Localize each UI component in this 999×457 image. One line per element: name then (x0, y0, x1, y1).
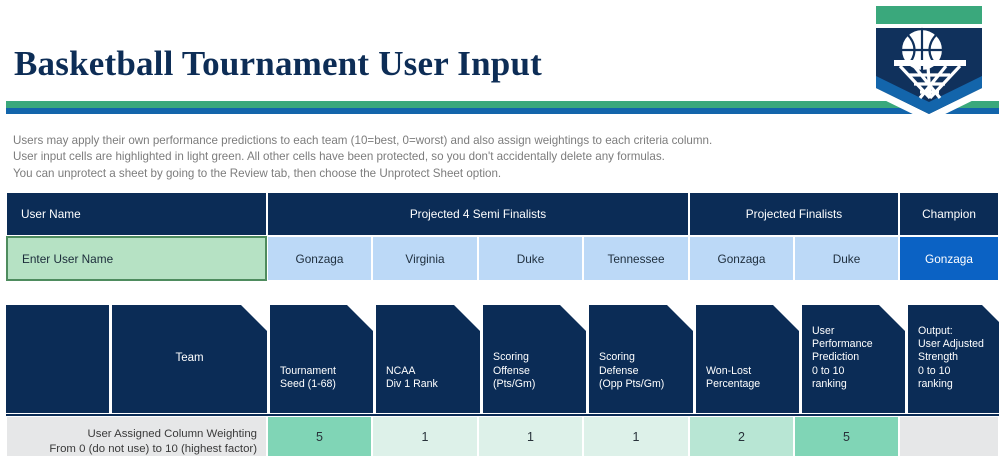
weighting-label-line-1: User Assigned Column Weighting (87, 428, 257, 440)
criteria-header-scoring-defense-label: Scoring Defense (Opp Pts/Gm) (599, 351, 665, 390)
divider-green (6, 101, 999, 108)
criteria-header-team-label: Team (175, 352, 204, 365)
criteria-header-ncaa-rank: NCAA Div 1 Rank (376, 305, 480, 413)
weighting-cell-tournament-seed[interactable]: 5 (267, 416, 372, 457)
page-title: Basketball Tournament User Input (14, 44, 542, 83)
finalist-cell-2[interactable]: Duke (794, 236, 899, 281)
user-name-input[interactable]: Enter User Name (6, 236, 267, 281)
header-champion: Champion (899, 192, 999, 236)
predictions-value-row: Enter User Name Gonzaga Virginia Duke Te… (6, 236, 999, 281)
semi-finalist-cell-4[interactable]: Tennessee (583, 236, 689, 281)
semi-finalist-cell-2[interactable]: Virginia (372, 236, 478, 281)
header-projected-finalists: Projected Finalists (689, 192, 899, 236)
weighting-cell-scoring-defense[interactable]: 1 (583, 416, 689, 457)
criteria-header-output-strength-label: Output: User Adjusted Strength 0 to 10 r… (918, 324, 984, 390)
weighting-cell-user-prediction[interactable]: 5 (794, 416, 899, 457)
intro-paragraph: Users may apply their own performance pr… (13, 133, 873, 182)
weighting-label-line-2: From 0 (do not use) to 10 (highest facto… (49, 442, 257, 455)
intro-line-2: User input cells are highlighted in ligh… (13, 150, 665, 164)
criteria-header-scoring-offense: Scoring Offense (Pts/Gm) (483, 305, 586, 413)
criteria-header-row: Team Tournament Seed (1-68) NCAA Div 1 R… (6, 305, 999, 413)
criteria-header-won-lost: Won-Lost Percentage (696, 305, 799, 413)
header-projected-semi-finalists: Projected 4 Semi Finalists (267, 192, 689, 236)
criteria-header-scoring-offense-label: Scoring Offense (Pts/Gm) (493, 351, 536, 390)
finalist-cell-1[interactable]: Gonzaga (689, 236, 794, 281)
criteria-header-ncaa-rank-label: NCAA Div 1 Rank (386, 364, 438, 390)
champion-cell[interactable]: Gonzaga (899, 236, 999, 281)
intro-line-3: You can unprotect a sheet by going to th… (13, 166, 502, 180)
criteria-header-output-strength: Output: User Adjusted Strength 0 to 10 r… (908, 305, 999, 413)
weighting-cell-ncaa-rank[interactable]: 1 (372, 416, 478, 457)
predictions-header-row: User Name Projected 4 Semi Finalists Pro… (6, 192, 999, 236)
header-user-name: User Name (6, 192, 267, 236)
criteria-header-user-prediction: User Performance Prediction 0 to 10 rank… (802, 305, 905, 413)
criteria-header-won-lost-label: Won-Lost Percentage (706, 364, 761, 390)
basketball-shield-logo (862, 0, 996, 124)
semi-finalist-cell-3[interactable]: Duke (478, 236, 583, 281)
intro-line-1: Users may apply their own performance pr… (13, 134, 713, 147)
criteria-row-divider (6, 414, 999, 416)
weighting-cell-scoring-offense[interactable]: 1 (478, 416, 583, 457)
criteria-header-scoring-defense: Scoring Defense (Opp Pts/Gm) (589, 305, 693, 413)
weighting-label: User Assigned Column Weighting From 0 (d… (6, 416, 267, 457)
weighting-row: User Assigned Column Weighting From 0 (d… (6, 416, 999, 457)
criteria-header-team: Team (112, 305, 267, 413)
weighting-cell-won-lost[interactable]: 2 (689, 416, 794, 457)
criteria-header-user-prediction-label: User Performance Prediction 0 to 10 rank… (812, 324, 873, 390)
criteria-header-blank (6, 305, 109, 413)
criteria-header-tournament-seed-label: Tournament Seed (1-68) (280, 364, 336, 390)
divider-blue (6, 108, 999, 114)
semi-finalist-cell-1[interactable]: Gonzaga (267, 236, 372, 281)
weighting-cell-output-blank (899, 416, 999, 457)
criteria-header-tournament-seed: Tournament Seed (1-68) (270, 305, 373, 413)
